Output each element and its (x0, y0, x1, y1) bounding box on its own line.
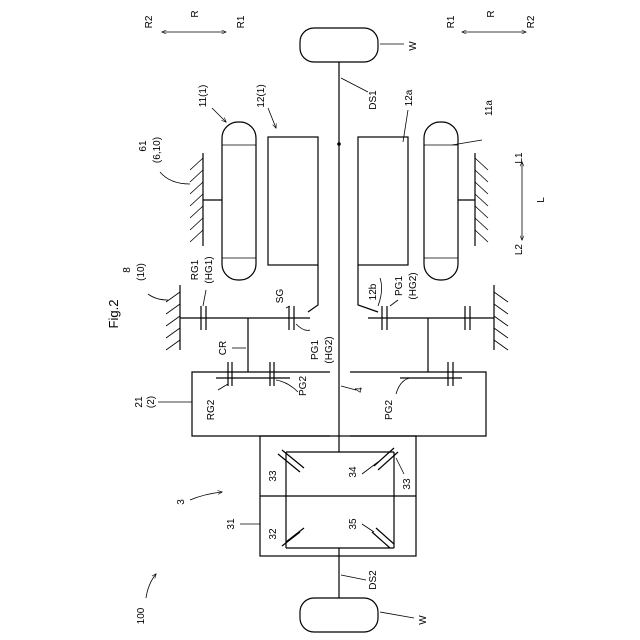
label-pg1-left-sub: (HG2) (324, 336, 335, 363)
label-case-8-sub: (10) (136, 263, 147, 281)
label-rotor-12a: 12a (404, 89, 415, 106)
label-r1-left: R1 (236, 15, 247, 28)
label-gear-33-left: 33 (268, 470, 279, 482)
label-l2: L2 (514, 244, 525, 256)
label-ds1: DS1 (368, 90, 379, 110)
rotor-12a (358, 137, 408, 265)
hatch-case-right-lower (494, 292, 508, 350)
label-gear-12b: 12b (368, 283, 379, 300)
label-l: L (536, 197, 547, 203)
label-rg2: RG2 (206, 399, 217, 420)
label-case-61: 61 (138, 140, 149, 152)
hatch-case-61 (190, 158, 203, 242)
stator-11a (424, 122, 458, 280)
label-case-61-sub: (6,10) (152, 137, 163, 163)
label-r2-right: R2 (526, 15, 537, 28)
label-ds2: DS2 (368, 570, 379, 590)
label-system-100: 100 (136, 607, 147, 624)
label-gear-34: 34 (348, 466, 359, 478)
label-pg2-right: PG2 (384, 400, 395, 420)
label-gear-33-right: 33 (402, 478, 413, 490)
wheel-top (300, 28, 378, 62)
direction-indicator-l: L L1 L2 (514, 152, 547, 255)
label-rg1-sub: (HG1) (204, 256, 215, 283)
label-pg1-left: PG1 (310, 340, 321, 360)
label-pg1-right: PG1 (394, 276, 405, 296)
hatch-case-right-upper (475, 158, 488, 242)
label-unit-21-sub: (2) (146, 396, 157, 408)
label-w-top: W (408, 41, 419, 51)
label-gear-35: 35 (348, 518, 359, 530)
label-rotor-12: 12(1) (256, 84, 267, 107)
label-w-bottom: W (418, 615, 429, 625)
direction-indicator-right: R R1 R2 (446, 10, 537, 32)
label-unit-21: 21 (134, 396, 145, 408)
label-rg1: RG1 (190, 259, 201, 280)
label-r-right: R (486, 10, 497, 17)
label-pg2-left: PG2 (298, 376, 309, 396)
label-differential-3: 3 (176, 499, 187, 505)
label-r-left: R (190, 10, 201, 17)
direction-indicator-left: R R2 R1 (144, 10, 247, 32)
label-case-8: 8 (122, 267, 133, 273)
label-stator-11: 11(1) (198, 85, 209, 108)
unit-right-box (350, 372, 486, 436)
label-r1-right: R1 (446, 15, 457, 28)
figure-title: Fig.2 (106, 300, 121, 329)
label-l1: L1 (514, 152, 525, 164)
rotor-12 (268, 137, 318, 265)
label-r2-left: R2 (144, 15, 155, 28)
hatch-case-8 (166, 292, 180, 350)
label-sg: SG (275, 289, 286, 304)
label-cr: CR (218, 341, 229, 355)
stator-11 (222, 122, 256, 280)
wheel-bottom (300, 598, 378, 632)
label-pg1-right-sub: (HG2) (408, 272, 419, 299)
label-diff-case-31: 31 (226, 518, 237, 530)
label-stator-11a: 11a (484, 100, 495, 116)
label-pinion-32: 32 (268, 528, 279, 540)
